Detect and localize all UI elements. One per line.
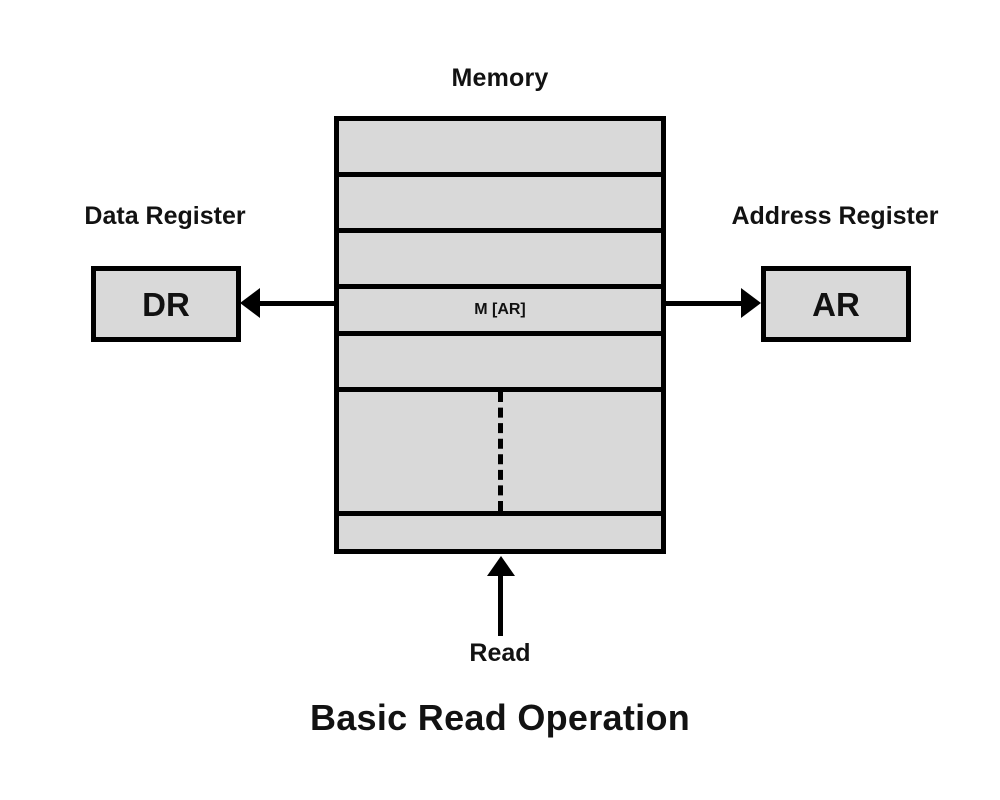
memory-label: Memory (451, 64, 549, 92)
arrow-read-control (498, 574, 503, 636)
memory-row-7 (339, 516, 661, 549)
data-register-caption: Data Register (84, 202, 246, 230)
memory-row-1 (339, 121, 661, 177)
data-register-box: DR (91, 266, 241, 342)
memory-cell-m-ar-label: M [AR] (474, 301, 526, 318)
arrow-memory-to-address-register (664, 301, 744, 306)
dashed-divider-line (498, 392, 503, 511)
address-register-caption: Address Register (731, 202, 939, 230)
arrow-memory-to-data-register (258, 301, 336, 306)
data-register-value: DR (142, 285, 190, 323)
memory-row-5 (339, 336, 661, 392)
diagram-title: Basic Read Operation (309, 697, 691, 738)
read-control-label: Read (469, 639, 531, 667)
arrowhead-left-icon (240, 288, 260, 318)
address-register-box: AR (761, 266, 911, 342)
arrowhead-up-icon (487, 556, 515, 576)
memory-row-2 (339, 177, 661, 233)
memory-row-6 (339, 392, 661, 516)
memory-block: M [AR] (334, 116, 666, 554)
memory-row-selected-m-ar: M [AR] (339, 289, 661, 336)
arrowhead-right-icon (741, 288, 761, 318)
address-register-value: AR (812, 285, 860, 323)
memory-row-3 (339, 233, 661, 289)
